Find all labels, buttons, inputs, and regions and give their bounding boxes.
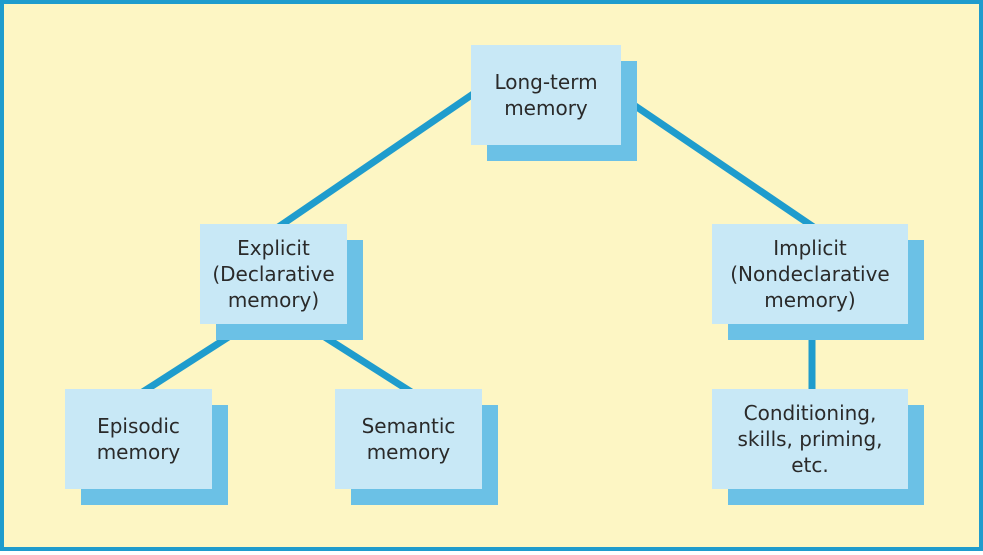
node-label: Implicit (Nondeclarative memory) — [730, 236, 890, 312]
node-episodic-memory: Episodic memory — [65, 389, 228, 505]
node-label: Long-term memory — [494, 70, 598, 120]
node-label: Conditioning, skills, priming, etc. — [737, 401, 883, 477]
node-box: Conditioning, skills, priming, etc. — [712, 389, 908, 489]
node-explicit-memory: Explicit (Declarative memory) — [200, 224, 363, 340]
node-box: Explicit (Declarative memory) — [200, 224, 347, 324]
node-label: Explicit (Declarative memory) — [212, 236, 335, 312]
node-box: Implicit (Nondeclarative memory) — [712, 224, 908, 324]
node-long-term-memory: Long-term memory — [471, 45, 637, 161]
edge-long-term-implicit — [620, 94, 820, 233]
node-box: Episodic memory — [65, 389, 212, 489]
node-box: Long-term memory — [471, 45, 621, 145]
edge-long-term-explicit — [272, 89, 478, 233]
node-implicit-memory: Implicit (Nondeclarative memory) — [712, 224, 924, 340]
node-semantic-memory: Semantic memory — [335, 389, 498, 505]
node-label: Semantic memory — [361, 414, 456, 464]
node-conditioning: Conditioning, skills, priming, etc. — [712, 389, 924, 505]
node-label: Episodic memory — [96, 414, 181, 464]
node-box: Semantic memory — [335, 389, 482, 489]
